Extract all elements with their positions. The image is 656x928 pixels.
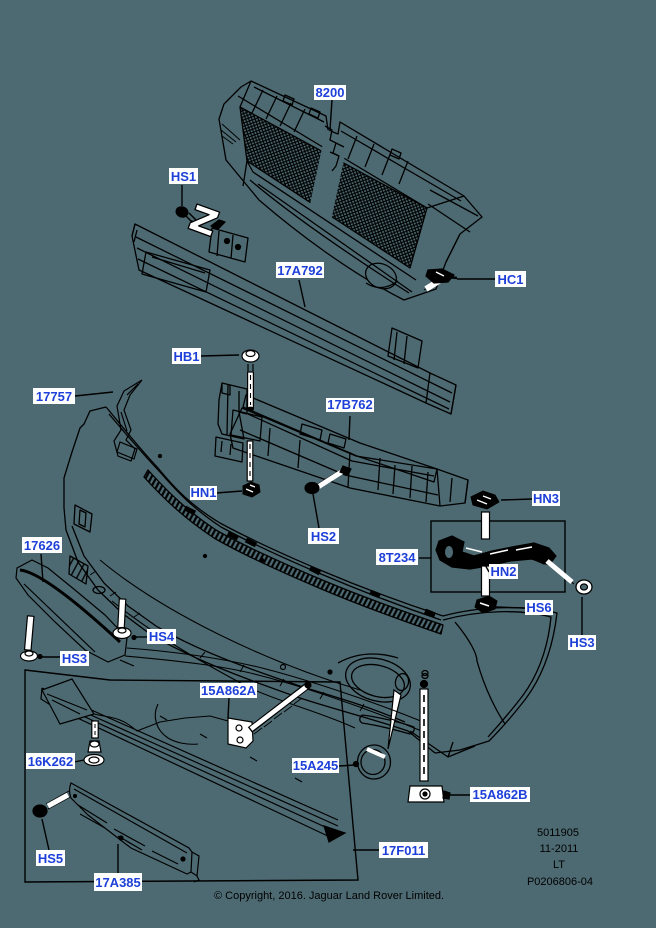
svg-text:HN3: HN3 <box>533 491 559 506</box>
svg-text:HB1: HB1 <box>173 349 199 364</box>
svg-text:HS3: HS3 <box>569 635 594 650</box>
svg-text:HS4: HS4 <box>149 629 175 644</box>
svg-text:17A792: 17A792 <box>277 263 323 278</box>
svg-text:HS3: HS3 <box>62 651 87 666</box>
svg-text:15A245: 15A245 <box>293 758 339 773</box>
svg-text:HC1: HC1 <box>497 272 523 287</box>
svg-text:15A862A: 15A862A <box>201 683 257 698</box>
svg-text:8T234: 8T234 <box>379 550 417 565</box>
svg-text:HS2: HS2 <box>311 529 336 544</box>
svg-text:HS5: HS5 <box>38 851 63 866</box>
svg-text:HN2: HN2 <box>490 564 516 579</box>
svg-text:HS6: HS6 <box>526 600 551 615</box>
svg-text:© Copyright, 2016. Jaguar Land: © Copyright, 2016. Jaguar Land Rover Lim… <box>214 890 444 902</box>
svg-text:HN1: HN1 <box>190 485 216 500</box>
svg-text:LT: LT <box>553 859 565 871</box>
svg-text:15A862B: 15A862B <box>473 787 528 802</box>
svg-text:17757: 17757 <box>36 389 72 404</box>
svg-text:11-2011: 11-2011 <box>540 843 579 855</box>
svg-text:5011905: 5011905 <box>537 827 579 839</box>
svg-text:17F011: 17F011 <box>382 843 425 858</box>
svg-text:16K262: 16K262 <box>28 754 74 769</box>
svg-text:17B762: 17B762 <box>327 397 373 412</box>
svg-text:P0206806-04: P0206806-04 <box>527 876 593 888</box>
svg-text:HS1: HS1 <box>171 169 196 184</box>
svg-text:17626: 17626 <box>24 538 60 553</box>
svg-text:8200: 8200 <box>316 85 345 100</box>
svg-text:17A385: 17A385 <box>95 875 141 890</box>
